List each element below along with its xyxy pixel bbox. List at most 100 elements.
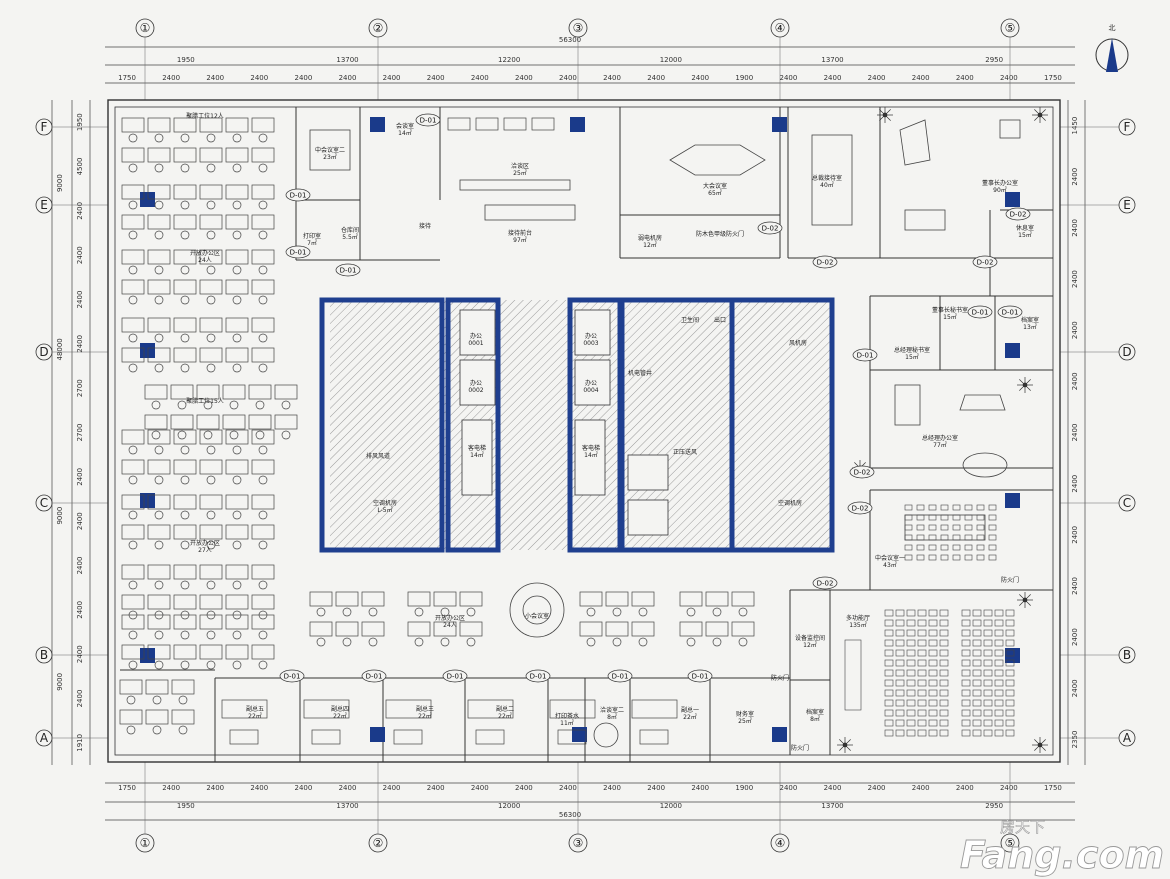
seat bbox=[884, 639, 894, 647]
building-core bbox=[319, 297, 835, 553]
chair bbox=[686, 607, 696, 617]
seat bbox=[972, 709, 982, 717]
chair bbox=[128, 163, 138, 173]
desk bbox=[173, 214, 197, 230]
seat bbox=[994, 729, 1004, 737]
chair bbox=[586, 637, 596, 647]
seat bbox=[939, 719, 949, 727]
seat bbox=[972, 669, 982, 677]
seat bbox=[916, 504, 925, 511]
chair bbox=[368, 637, 378, 647]
chair bbox=[180, 660, 190, 670]
seat bbox=[904, 554, 913, 561]
chair bbox=[180, 200, 190, 210]
desk bbox=[121, 147, 145, 163]
seat bbox=[994, 619, 1004, 627]
row-axis-label: F bbox=[41, 120, 48, 134]
seat bbox=[884, 609, 894, 617]
seat bbox=[895, 619, 905, 627]
structural-columns bbox=[140, 117, 1020, 742]
dim-bay: 1900 bbox=[735, 74, 753, 82]
room-label-exit: 出口 bbox=[714, 316, 726, 324]
dim-segment: 12000 bbox=[660, 802, 682, 810]
seat bbox=[952, 514, 961, 521]
dim-bay: 2400 bbox=[383, 784, 401, 792]
door-tag: D-02 bbox=[812, 255, 838, 269]
dim-bay: 2400 bbox=[868, 74, 886, 82]
seat bbox=[917, 629, 927, 637]
desk bbox=[147, 249, 171, 265]
seat bbox=[988, 504, 997, 511]
seat bbox=[964, 544, 973, 551]
seat bbox=[895, 709, 905, 717]
chair bbox=[255, 430, 265, 440]
chair bbox=[128, 630, 138, 640]
desk bbox=[251, 614, 275, 630]
dim-bay: 2400 bbox=[779, 784, 797, 792]
seat bbox=[1005, 689, 1015, 697]
seat bbox=[964, 504, 973, 511]
seat bbox=[906, 689, 916, 697]
seat bbox=[1005, 719, 1015, 727]
dim-left: 2400 bbox=[76, 601, 84, 619]
door-tag: D-01 bbox=[442, 669, 468, 683]
room-label-toilet: 卫生间 bbox=[681, 316, 699, 324]
chair bbox=[154, 540, 164, 550]
desk bbox=[361, 591, 385, 607]
desk bbox=[144, 414, 168, 430]
dim-bay: 2400 bbox=[1000, 784, 1018, 792]
seat bbox=[972, 719, 982, 727]
dim-bay: 1750 bbox=[118, 74, 136, 82]
seat bbox=[952, 544, 961, 551]
dim-bay: 2400 bbox=[294, 74, 312, 82]
dim-right: 2400 bbox=[1071, 628, 1079, 646]
door-tag: D-01 bbox=[687, 669, 713, 683]
desk bbox=[251, 429, 275, 445]
seat bbox=[976, 554, 985, 561]
dim-bay: 2400 bbox=[383, 74, 401, 82]
seat bbox=[1005, 639, 1015, 647]
dim-right: 2400 bbox=[1071, 679, 1079, 697]
dim-segment: 13700 bbox=[821, 802, 843, 810]
seat bbox=[928, 514, 937, 521]
desk bbox=[121, 644, 145, 660]
desk bbox=[579, 591, 603, 607]
chair bbox=[232, 265, 242, 275]
dim-bay: 2400 bbox=[339, 74, 357, 82]
desk bbox=[251, 147, 275, 163]
desk bbox=[121, 524, 145, 540]
chair bbox=[180, 445, 190, 455]
seat bbox=[884, 709, 894, 717]
row-axis-label: E bbox=[1123, 198, 1131, 212]
desk bbox=[251, 524, 275, 540]
room-label-firedoor: 防木色甲级防火门 bbox=[696, 230, 744, 238]
watermark: 房天下 Fang.com bbox=[960, 818, 1165, 878]
desk bbox=[121, 459, 145, 475]
chair bbox=[206, 445, 216, 455]
seat bbox=[939, 629, 949, 637]
row-axis-label: F bbox=[1124, 120, 1131, 134]
door-tag: D-01 bbox=[279, 669, 305, 683]
desk bbox=[225, 279, 249, 295]
seat bbox=[939, 649, 949, 657]
dim-bay: 1750 bbox=[1044, 784, 1062, 792]
chair bbox=[206, 363, 216, 373]
chair bbox=[180, 580, 190, 590]
seat bbox=[983, 659, 993, 667]
desk bbox=[147, 279, 171, 295]
workstations bbox=[119, 117, 755, 745]
seat bbox=[904, 534, 913, 541]
dim-right: 1450 bbox=[1071, 117, 1079, 135]
seat bbox=[994, 659, 1004, 667]
desk bbox=[274, 384, 298, 400]
dim-left: 2400 bbox=[76, 690, 84, 708]
seat bbox=[928, 619, 938, 627]
chair bbox=[206, 133, 216, 143]
